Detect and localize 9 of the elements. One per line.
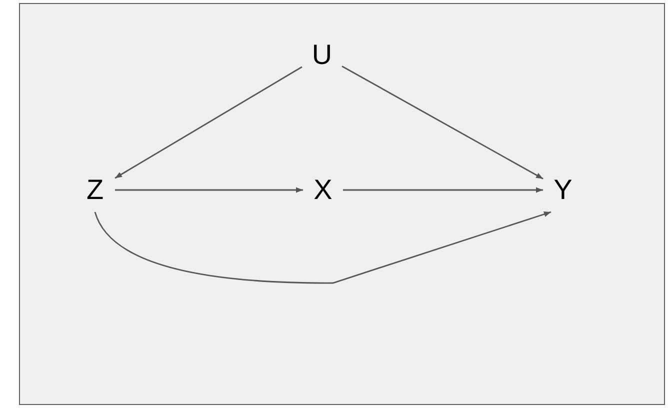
variable-label: Y <box>554 174 572 206</box>
variable-label: U <box>312 39 332 71</box>
arrow <box>114 66 302 179</box>
variable-label: Z <box>86 174 104 206</box>
arrow <box>94 211 552 284</box>
arrow <box>343 187 543 193</box>
arrow <box>342 66 544 180</box>
arrow <box>115 187 303 193</box>
variable-label: X <box>314 174 332 206</box>
